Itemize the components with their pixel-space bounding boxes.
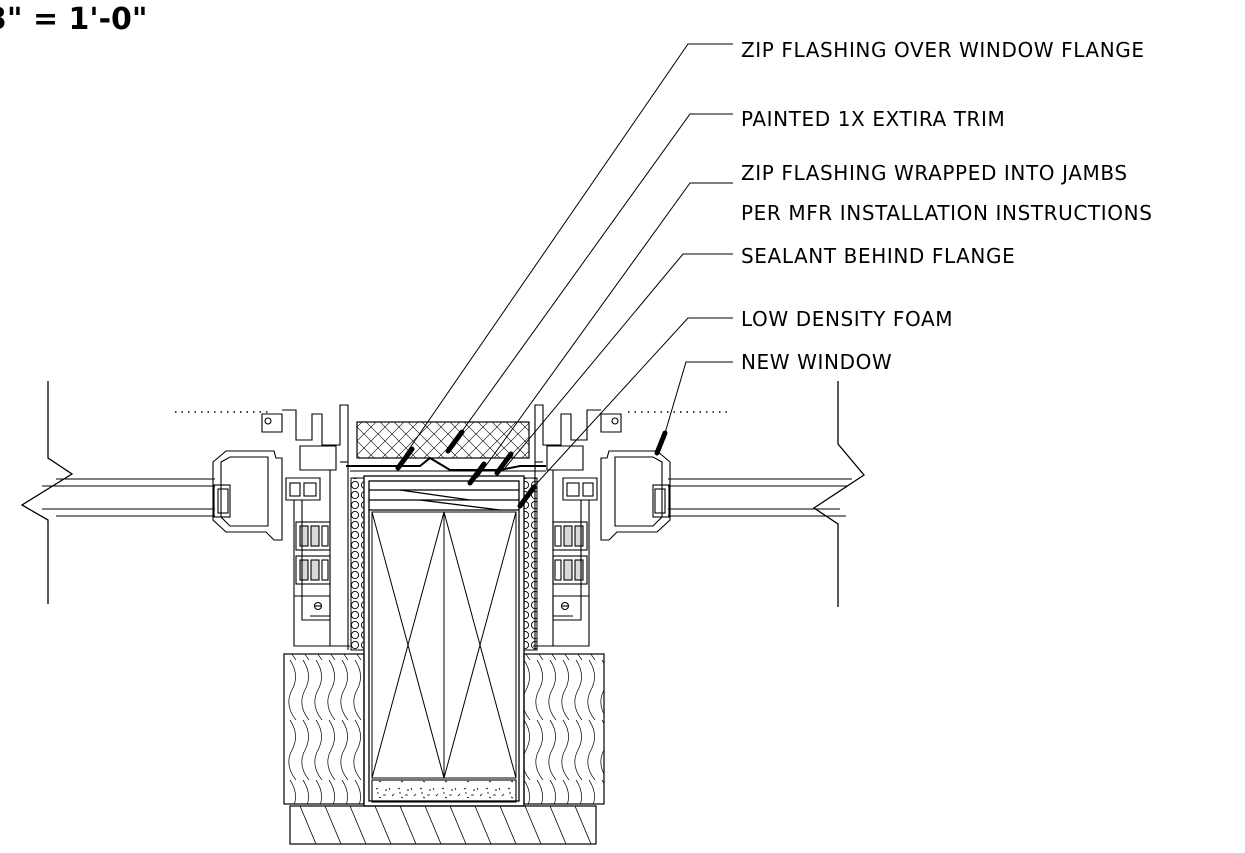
right-window-frame [533, 404, 671, 650]
callout-zip-flashing-over-flange: ZIP FLASHING OVER WINDOW FLANGE [741, 38, 1145, 62]
left-wood-blocking [283, 653, 365, 805]
right-foam-strip [523, 477, 538, 651]
leader-zip-wrapped [476, 182, 733, 479]
stud-framing [371, 511, 517, 779]
leader-sealant [504, 253, 733, 469]
leader-zip-flashing [404, 43, 733, 456]
callout-sealant: SEALANT BEHIND FLANGE [741, 244, 1016, 268]
left-wall-glass [42, 478, 215, 517]
callout-foam: LOW DENSITY FOAM [741, 307, 954, 331]
leader-lines [404, 43, 733, 495]
callout-mfr-instructions: PER MFR INSTALLATION INSTRUCTIONS [741, 201, 1153, 225]
zip-flashing-membrane [346, 456, 546, 471]
sill-plate [371, 779, 517, 803]
bottom-plate-grain [299, 805, 592, 845]
callout-zip-flashing-wrapped: ZIP FLASHING WRAPPED INTO JAMBS [741, 161, 1128, 185]
callout-new-window: NEW WINDOW [741, 350, 893, 374]
left-window-frame [212, 404, 350, 650]
left-foam-strip [350, 477, 365, 651]
bottom-plate [289, 805, 597, 845]
callout-painted-trim: PAINTED 1X EXTIRA TRIM [741, 107, 1006, 131]
right-wall-glass [668, 478, 852, 517]
leader-new-window [659, 361, 733, 451]
leader-painted-trim [454, 113, 733, 442]
right-wood-blocking [523, 653, 605, 805]
wall-break-lines [20, 381, 865, 607]
leader-foam [526, 317, 733, 495]
exterior-trim [356, 421, 530, 459]
scale-label: 3" = 1'-0" [0, 2, 148, 37]
